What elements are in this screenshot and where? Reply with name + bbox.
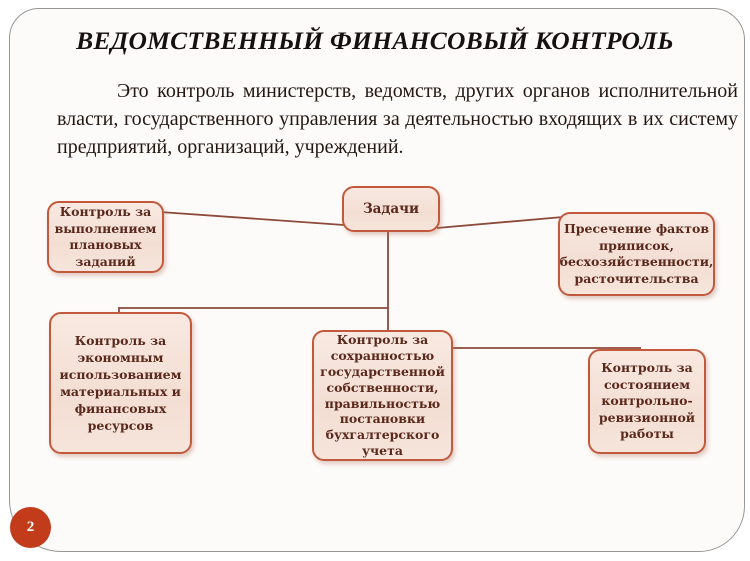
slide-paragraph: Это контроль министерств, ведомств, друг… [57, 80, 738, 158]
page-number-badge: 2 [10, 507, 51, 548]
diagram-box-revision-work: Контроль за состоянием контрольно-ревизи… [588, 349, 706, 454]
diagram-box-suppression-of-facts: Пресечение фактов приписок, бесхозяйстве… [558, 212, 715, 296]
connector-root-to-facts [436, 216, 564, 229]
page-number: 2 [26, 519, 35, 535]
diagram-box-plan-control: Контроль за выполнением плановых заданий [47, 201, 164, 273]
connector-root-to-plan [159, 211, 345, 226]
diagram-box-tasks-root: Задачи [342, 186, 440, 232]
diagram-box-state-property: Контроль за сохранностью государственной… [312, 330, 453, 461]
diagram-box-resource-economy: Контроль за экономным использованием мат… [49, 312, 192, 454]
slide-title: ВЕДОМСТВЕННЫЙ ФИНАНСОВЫЙ КОНТРОЛЬ [76, 26, 674, 55]
